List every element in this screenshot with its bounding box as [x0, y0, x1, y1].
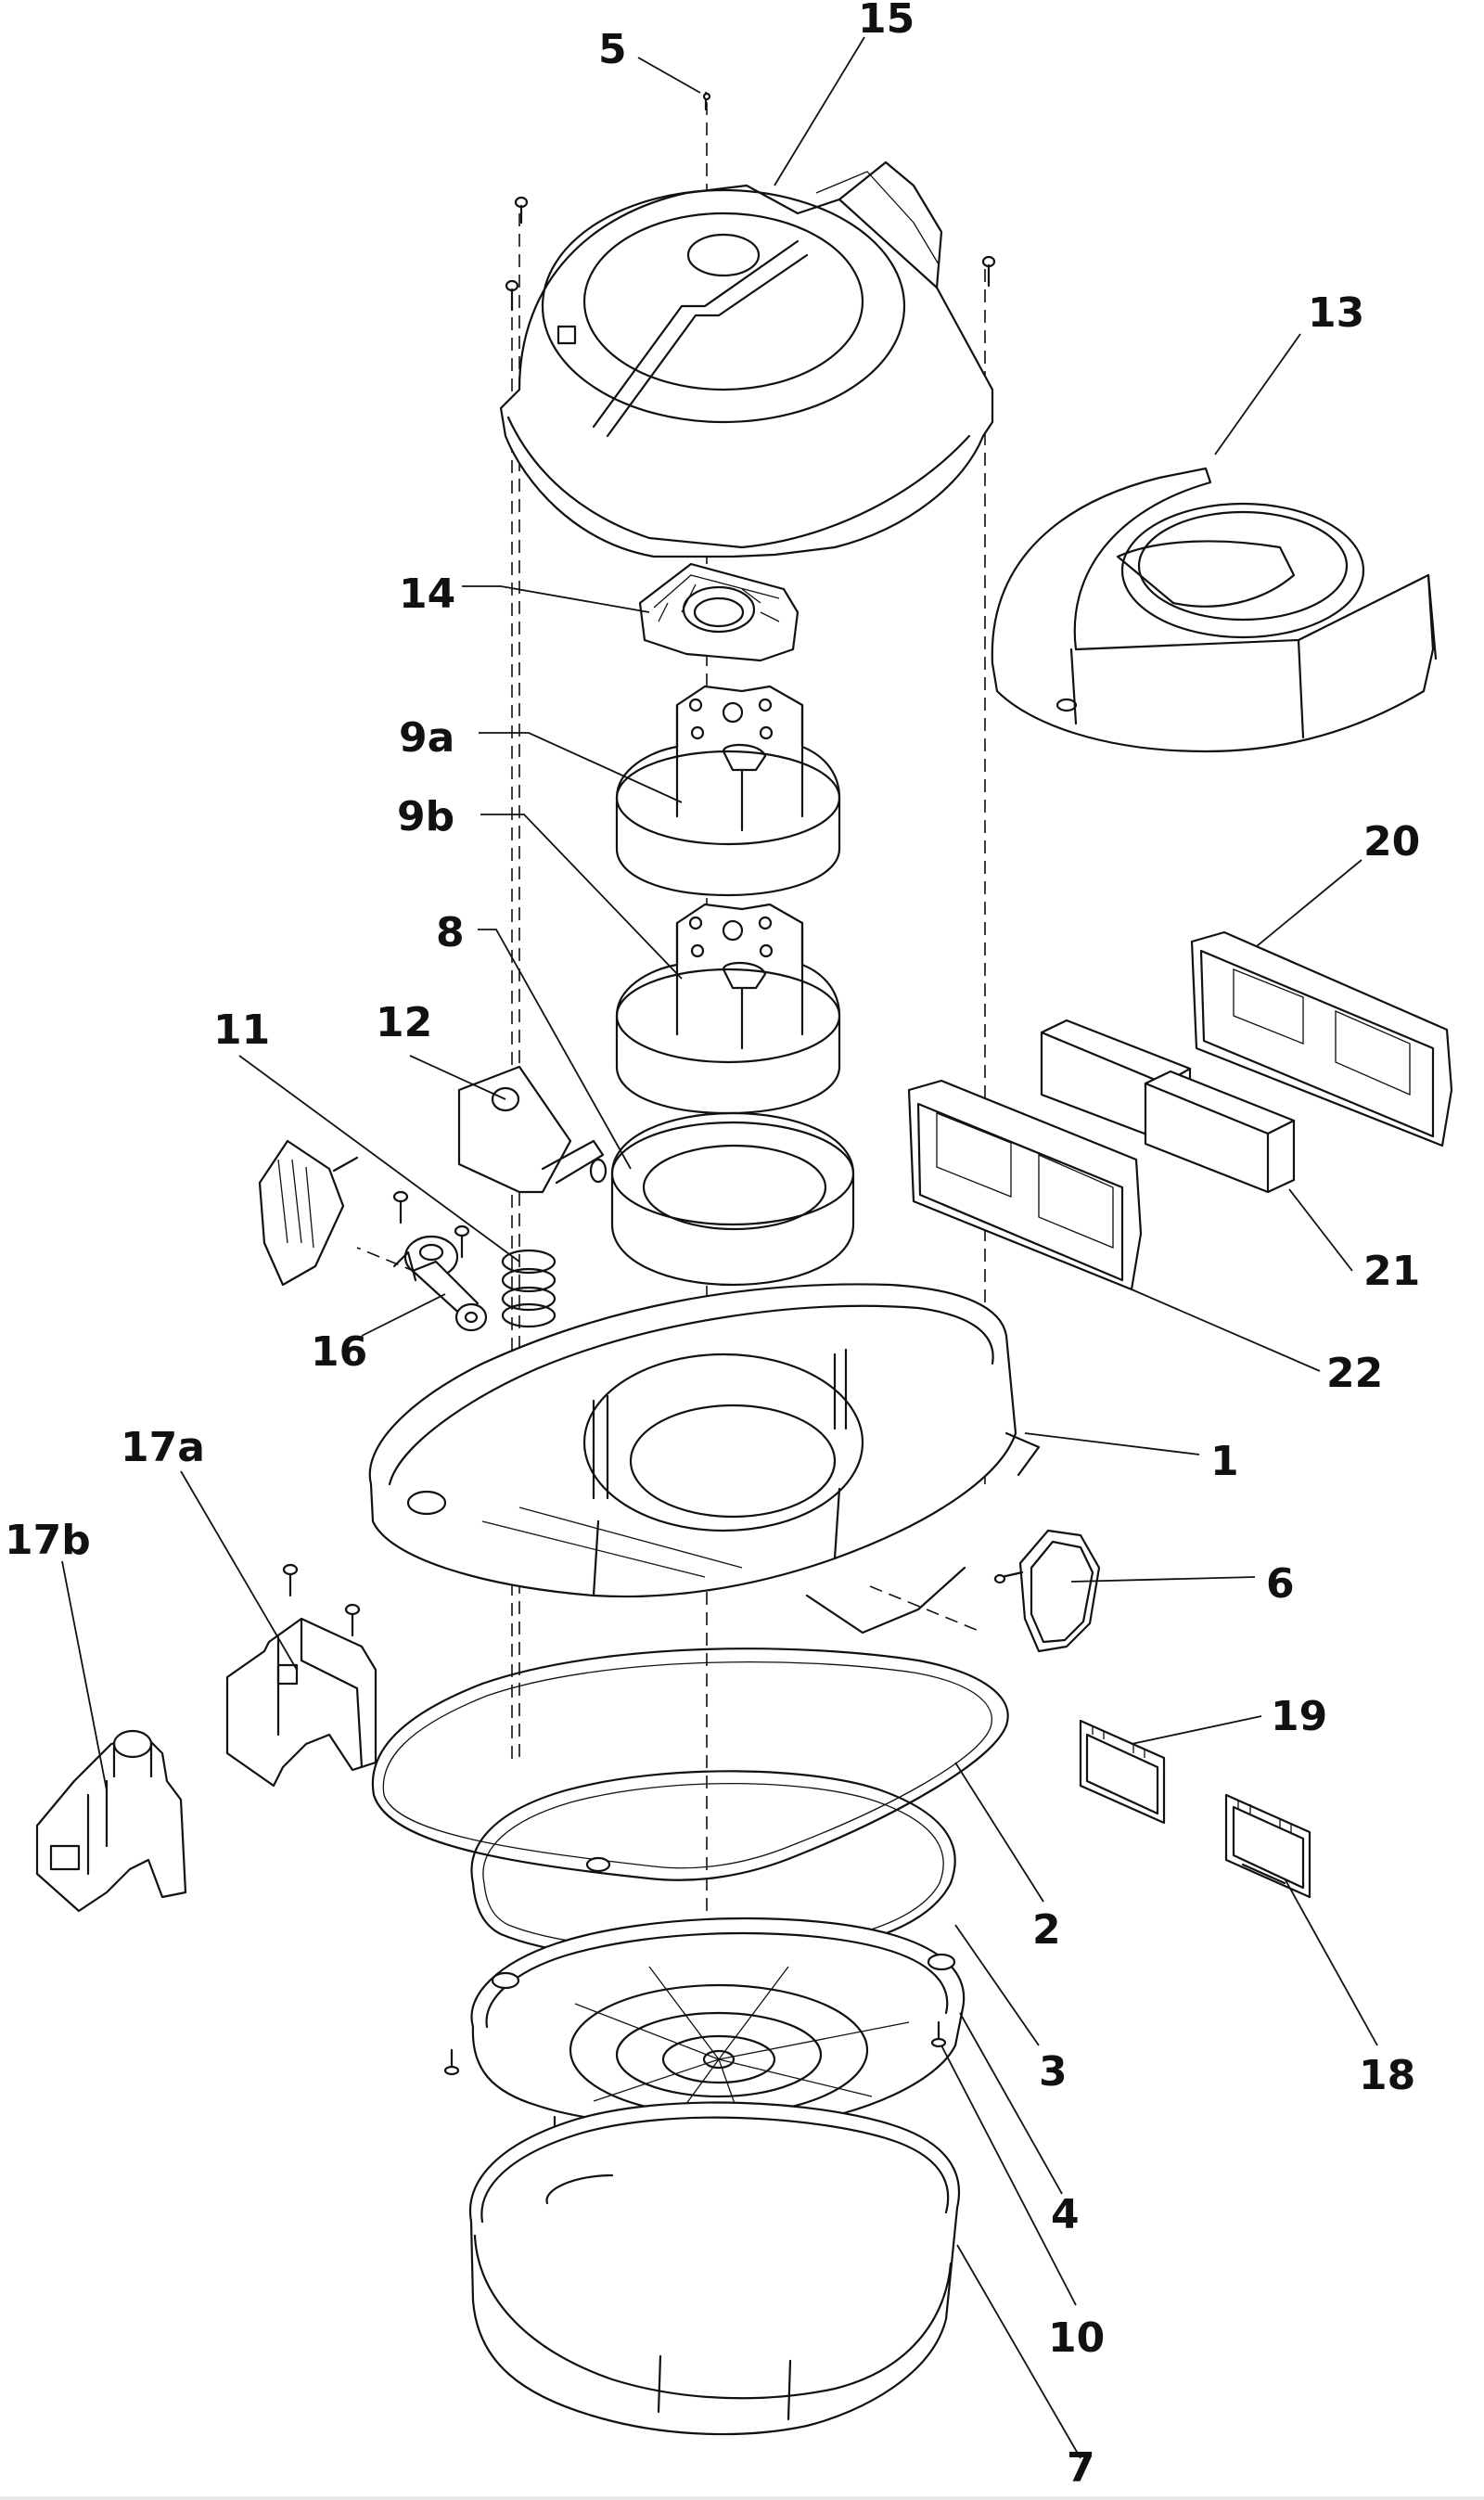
part-15-motor-housing-top[interactable]	[499, 160, 994, 558]
callout-16: 16	[311, 1328, 367, 1376]
leader-2	[954, 1762, 1044, 1903]
leader-19	[1131, 1715, 1262, 1745]
part-11-spring[interactable]	[501, 1249, 556, 1328]
part-4-tank-cage[interactable]	[470, 1856, 966, 2130]
callout-11: 11	[213, 1006, 270, 1054]
callout-5: 5	[598, 26, 627, 73]
bottom-edge-strip	[0, 2496, 1484, 2500]
callout-13: 13	[1308, 289, 1364, 337]
callout-labels: 5 15 13 14 9a 9b 8 11 12 20 21 22 16 1 1…	[5, 0, 1420, 2492]
part-7-bottom-tray[interactable]	[468, 2101, 961, 2436]
callout-10: 10	[1048, 2314, 1105, 2362]
part-2-gasket-outer[interactable]	[371, 1647, 1009, 1881]
leader-17b	[61, 1560, 108, 1791]
part-12-switch-housing[interactable]	[457, 1065, 608, 1194]
callout-9a: 9a	[399, 714, 454, 762]
leader-12	[409, 1055, 506, 1100]
callout-22: 22	[1326, 1350, 1383, 1397]
leader-21	[1288, 1188, 1353, 1272]
part-9a-motor-upper[interactable]	[615, 685, 841, 897]
callout-1: 1	[1210, 1438, 1239, 1485]
callout-21: 21	[1363, 1248, 1420, 1295]
part-13-cover[interactable]	[991, 467, 1438, 753]
part-5-screw[interactable]	[702, 91, 711, 111]
callout-7: 7	[1067, 2444, 1095, 2492]
leader-6	[1070, 1576, 1256, 1583]
leader-5	[637, 57, 701, 94]
leader-16	[361, 1293, 446, 1337]
leader-22	[1131, 1288, 1321, 1372]
leader-9b	[480, 814, 683, 980]
callout-17a: 17a	[121, 1424, 205, 1471]
leader-3	[954, 1924, 1040, 2046]
callout-3: 3	[1039, 2048, 1068, 2096]
callout-15: 15	[858, 0, 915, 43]
callout-12: 12	[376, 999, 432, 1046]
leader-8	[478, 929, 632, 1170]
part-handle-grille[interactable]	[258, 1139, 359, 1287]
part-21-filter-foam[interactable]	[1040, 1019, 1296, 1194]
callout-18: 18	[1359, 2052, 1415, 2099]
leader-20	[1256, 859, 1362, 947]
leader-9a	[479, 732, 683, 803]
part-20-filter-frame-rear[interactable]	[1190, 930, 1453, 1147]
callout-8: 8	[436, 909, 465, 956]
leader-14	[462, 585, 650, 613]
leader-1	[1024, 1432, 1200, 1455]
part-9b-motor-lower[interactable]	[615, 903, 841, 1115]
leader-11	[238, 1055, 520, 1263]
callout-17b: 17b	[5, 1517, 91, 1564]
leader-18	[1284, 1878, 1378, 2046]
callout-20: 20	[1363, 818, 1420, 865]
leader-10	[940, 2045, 1077, 2306]
part-1-base-plate[interactable]	[368, 1283, 1041, 1635]
part-6-flap-valve[interactable]	[993, 1529, 1101, 1653]
leader-4	[959, 2012, 1063, 2195]
callout-9b: 9b	[397, 793, 454, 840]
part-18-filter-pad[interactable]	[1224, 1793, 1311, 1899]
part-8-motor-seal-ring[interactable]	[610, 1111, 855, 1287]
leader-13	[1214, 333, 1301, 455]
part-22-filter-frame-front[interactable]	[907, 1079, 1143, 1291]
callout-2: 2	[1032, 1906, 1061, 1954]
leader-17a	[180, 1470, 298, 1671]
leader-7	[956, 2244, 1081, 2459]
housing-screws	[505, 196, 996, 312]
part-17a-switch-bracket[interactable]	[225, 1563, 377, 1788]
part-16-float-valve[interactable]	[392, 1235, 488, 1332]
callout-19: 19	[1271, 1693, 1327, 1740]
part-14-motor-mount-plate[interactable]	[638, 562, 800, 662]
callout-6: 6	[1266, 1560, 1295, 1608]
part-17b-switch-with-socket[interactable]	[35, 1729, 187, 1913]
flap-guide-line	[869, 1585, 984, 1634]
leader-lines	[61, 36, 1378, 2459]
middle-screws	[392, 1190, 470, 1259]
callout-14: 14	[399, 571, 455, 618]
callout-4: 4	[1051, 2191, 1080, 2238]
part-19-filter-pad[interactable]	[1079, 1719, 1166, 1825]
leader-15	[774, 36, 865, 186]
